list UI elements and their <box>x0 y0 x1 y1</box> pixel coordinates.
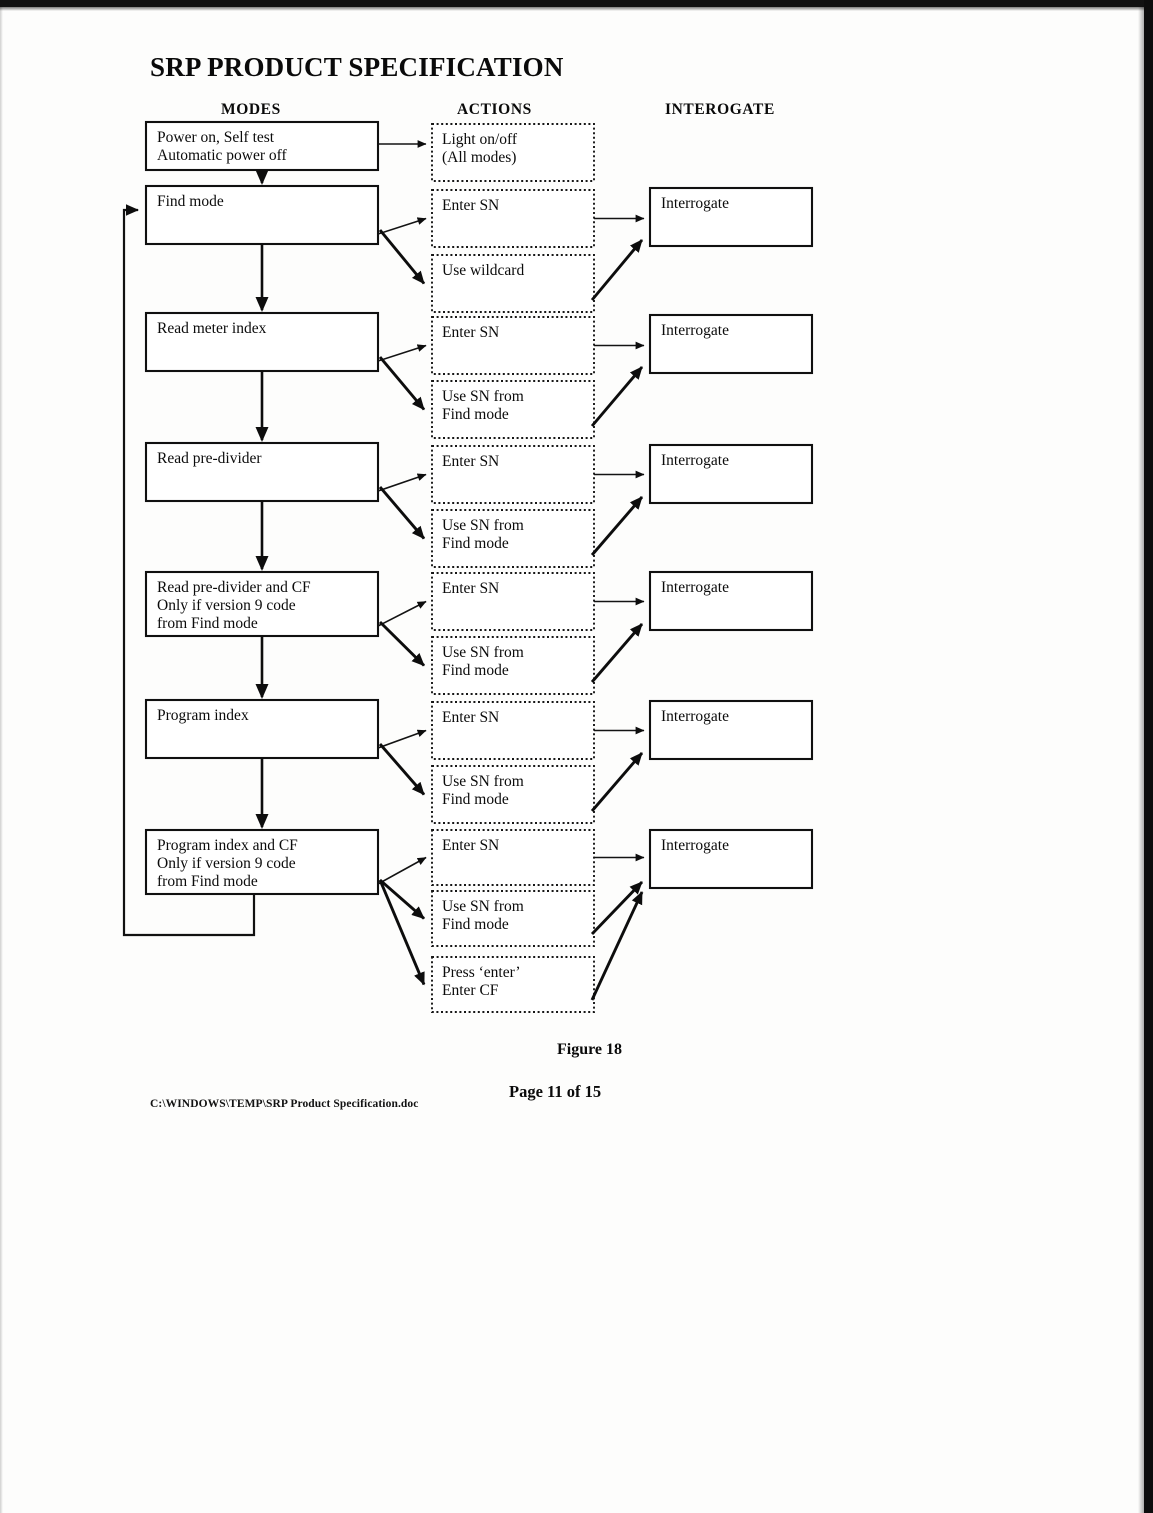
action-box[interactable] <box>431 956 595 1013</box>
mode-box[interactable] <box>144 828 380 896</box>
file-path-footer: C:\WINDOWS\TEMP\SRP Product Specificatio… <box>150 1098 419 1110</box>
action-interrogate-arrow <box>590 880 644 936</box>
mode-action-arrow <box>378 879 426 986</box>
action-box-label: Enter SN <box>442 453 499 470</box>
action-box[interactable] <box>431 445 595 504</box>
action-box[interactable] <box>431 509 595 568</box>
mode-action-arrow <box>378 620 426 667</box>
interrogate-box[interactable] <box>648 313 814 375</box>
scan-edge-top <box>0 0 1153 7</box>
action-box[interactable] <box>431 636 595 695</box>
mode-box-label: Read pre-divider <box>157 450 262 467</box>
mode-action-arrow <box>377 217 427 235</box>
mode-box-label: Read meter index <box>157 320 267 337</box>
mode-action-arrow <box>379 878 425 920</box>
mode-action-arrow <box>378 486 426 540</box>
action-box[interactable] <box>431 890 595 947</box>
scan-edge-left <box>0 0 3 1513</box>
action-box[interactable] <box>431 701 595 760</box>
mode-action-arrow <box>378 229 426 285</box>
interrogate-box[interactable] <box>648 828 814 890</box>
action-box[interactable] <box>431 829 595 886</box>
mode-action-arrow <box>377 473 427 492</box>
interrogate-box-label: Interrogate <box>661 708 729 725</box>
action-box-label: Enter SN <box>442 709 499 726</box>
page-number: Page 11 of 15 <box>509 1082 602 1101</box>
mode-action-arrow <box>377 856 427 885</box>
action-box[interactable] <box>431 572 595 631</box>
interrogate-box-label: Interrogate <box>661 452 729 469</box>
feedback-loop-arrow <box>122 204 256 937</box>
interrogate-box-label: Interrogate <box>661 837 729 854</box>
mode-action-arrow <box>378 356 426 411</box>
figure-caption: Figure 18 <box>557 1041 623 1058</box>
interrogate-box[interactable] <box>648 443 814 505</box>
mode-box[interactable] <box>144 441 380 503</box>
interrogate-box-label: Interrogate <box>661 195 729 212</box>
interrogate-box[interactable] <box>648 186 814 248</box>
mode-box-label: Find mode <box>157 193 224 210</box>
action-box-label: Enter SN <box>442 197 499 214</box>
action-box-label: Press ‘enter’Enter CF <box>442 964 520 999</box>
column-header-modes: MODES <box>221 101 281 118</box>
action-interrogate-arrow <box>590 239 644 301</box>
scan-edge-top-fade <box>0 7 1153 11</box>
action-interrogate-arrow <box>590 891 644 1001</box>
mode-action-arrow <box>377 600 427 627</box>
page-title: SRP PRODUCT SPECIFICATION <box>150 52 564 82</box>
action-box[interactable] <box>431 123 595 182</box>
action-interrogate-arrow <box>590 623 644 683</box>
mode-action-arrow <box>378 743 426 796</box>
action-box[interactable] <box>431 380 595 439</box>
action-box[interactable] <box>431 316 595 375</box>
action-interrogate-arrow <box>590 752 644 812</box>
action-interrogate-arrow <box>590 496 644 556</box>
scan-edge-right <box>1144 0 1153 1513</box>
mode-box[interactable] <box>144 184 380 246</box>
interrogate-box[interactable] <box>648 699 814 761</box>
scan-edge-right-fade <box>1138 0 1144 1513</box>
mode-action-arrow <box>377 344 427 362</box>
interrogate-box-label: Interrogate <box>661 579 729 596</box>
action-box-label: Enter SN <box>442 324 499 341</box>
mode-action-arrow <box>377 729 427 749</box>
interrogate-box-label: Interrogate <box>661 322 729 339</box>
column-header-interogate: INTEROGATE <box>665 101 775 118</box>
action-box-label: Use wildcard <box>442 262 524 279</box>
action-box[interactable] <box>431 254 595 313</box>
interrogate-box[interactable] <box>648 570 814 632</box>
action-box-label: Light on/off(All modes) <box>442 131 518 166</box>
mode-box-label: Program index <box>157 707 249 724</box>
action-box-label: Enter SN <box>442 837 499 854</box>
mode-box[interactable] <box>144 570 380 638</box>
action-box-label: Enter SN <box>442 580 499 597</box>
action-box[interactable] <box>431 189 595 248</box>
column-header-actions: ACTIONS <box>457 101 532 118</box>
action-interrogate-arrow <box>590 366 644 427</box>
action-box[interactable] <box>431 765 595 824</box>
